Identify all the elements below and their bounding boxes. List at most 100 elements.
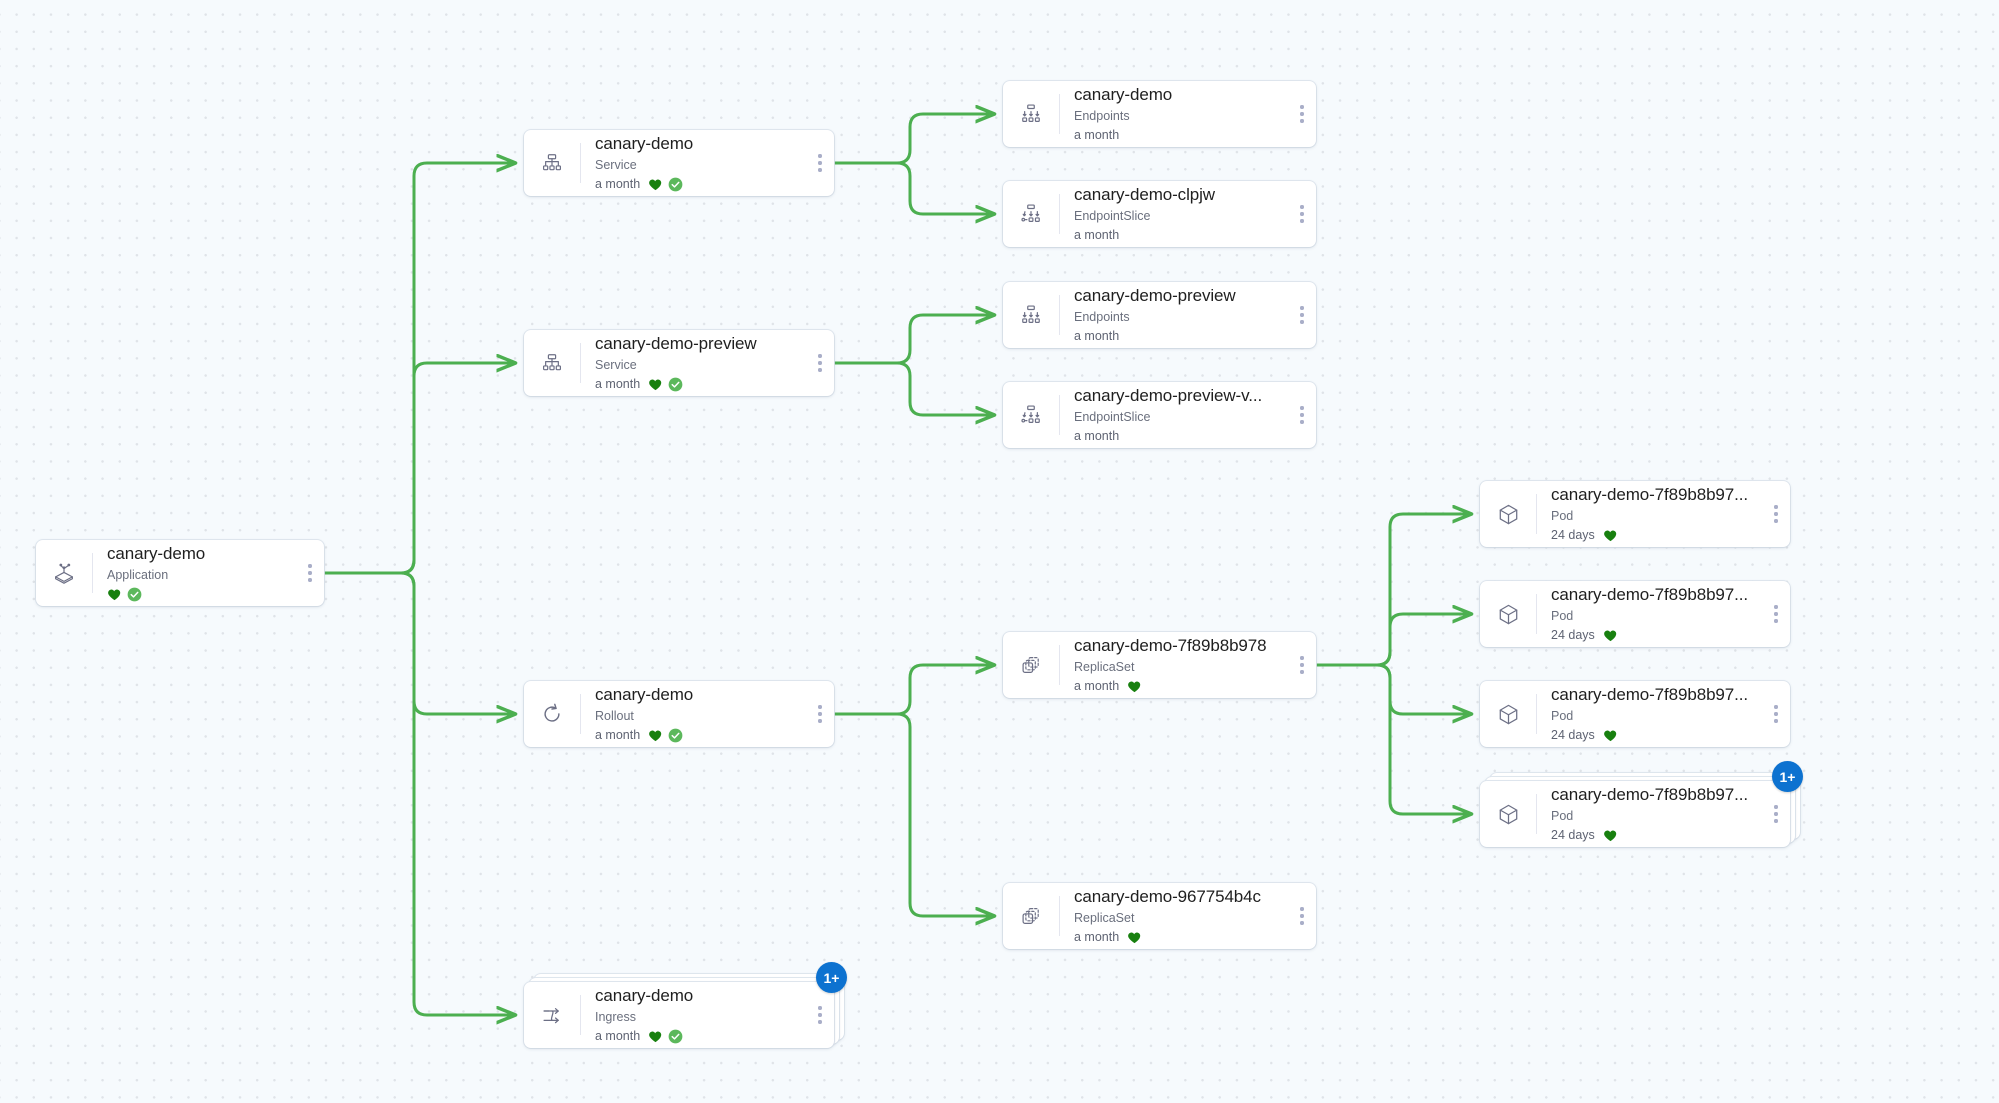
node-title: canary-demo	[595, 134, 694, 153]
node-divider	[92, 553, 93, 593]
status-badges	[648, 1029, 683, 1044]
health-status-icon	[1127, 679, 1142, 694]
sync-status-icon	[668, 1029, 683, 1044]
node-title: canary-demo-preview	[595, 334, 757, 353]
status-badges	[1127, 930, 1142, 945]
health-status-icon	[1603, 528, 1618, 543]
hidden-children-count-badge[interactable]: 1+	[816, 962, 847, 993]
service-icon	[524, 351, 580, 375]
endpoints-icon	[1003, 102, 1059, 126]
pod-icon	[1480, 802, 1536, 827]
node-meta: 24 days	[1551, 826, 1758, 844]
node-divider	[1536, 494, 1537, 534]
endpointslice-icon	[1003, 403, 1059, 427]
node-menu-button[interactable]	[1294, 282, 1316, 348]
node-kind: EndpointSlice	[1074, 410, 1151, 424]
node-menu-button[interactable]	[1768, 781, 1790, 847]
node-divider	[1059, 94, 1060, 134]
edge-svc-canary-demo-to-ep-canary-demo	[832, 114, 994, 165]
node-menu-button[interactable]	[1294, 632, 1316, 698]
node-meta: a month	[1074, 427, 1284, 445]
node-menu-button[interactable]	[1294, 382, 1316, 448]
health-status-icon	[648, 728, 663, 743]
node-menu-button[interactable]	[1294, 81, 1316, 147]
node-kind: Endpoints	[1074, 109, 1130, 123]
status-badges	[1127, 679, 1142, 694]
status-badges	[648, 728, 683, 743]
node-kind: Endpoints	[1074, 310, 1130, 324]
node-menu-button[interactable]	[302, 540, 324, 606]
node-divider	[1536, 794, 1537, 834]
status-badges	[1603, 528, 1618, 543]
rollout-icon	[524, 701, 580, 727]
node-title: canary-demo-clpjw	[1074, 185, 1215, 204]
node-menu-button[interactable]	[812, 130, 834, 196]
node-title: canary-demo	[595, 986, 694, 1005]
node-age: a month	[1074, 329, 1120, 343]
edge-app-canary-demo-to-svc-canary-demo	[322, 163, 515, 575]
node-age: 24 days	[1551, 528, 1595, 542]
node-kind: Service	[595, 358, 637, 372]
health-status-icon	[1603, 628, 1618, 643]
node-age: a month	[1074, 128, 1120, 142]
node-menu-button[interactable]	[1768, 481, 1790, 547]
edge-app-canary-demo-to-ingress-canary-demo	[322, 571, 515, 1015]
pod-icon	[1480, 602, 1536, 627]
node-menu-button[interactable]	[812, 982, 834, 1048]
replicaset-icon	[1003, 904, 1059, 928]
health-status-icon	[648, 1029, 663, 1044]
node-menu-button[interactable]	[1768, 681, 1790, 747]
status-badges	[1603, 728, 1618, 743]
edge-rollout-canary-demo-to-rs-canary-demo-967754b4c	[832, 712, 994, 916]
node-kind: Application	[107, 568, 169, 582]
node-meta: a month	[1074, 226, 1284, 244]
node-title: canary-demo-preview	[1074, 286, 1236, 305]
node-meta: 24 days	[1551, 626, 1758, 644]
ingress-icon	[524, 1003, 580, 1028]
hidden-children-count-badge[interactable]: 1+	[1772, 761, 1803, 792]
edge-svc-canary-demo-to-eps-canary-demo-clpjw	[832, 161, 994, 214]
node-title: canary-demo-7f89b8b97...	[1551, 685, 1749, 704]
node-meta: a month	[595, 375, 802, 393]
node-kind: Service	[595, 158, 637, 172]
node-kind: Pod	[1551, 709, 1574, 723]
node-title: canary-demo	[595, 685, 694, 704]
node-age: a month	[1074, 679, 1120, 693]
argo-application-icon	[36, 560, 92, 586]
node-title: canary-demo-7f89b8b97...	[1551, 785, 1749, 804]
node-meta: a month	[1074, 677, 1284, 695]
node-menu-button[interactable]	[1768, 581, 1790, 647]
node-menu-button[interactable]	[812, 330, 834, 396]
node-menu-button[interactable]	[1294, 883, 1316, 949]
node-menu-button[interactable]	[812, 681, 834, 747]
sync-status-icon	[668, 177, 683, 192]
node-menu-button[interactable]	[1294, 181, 1316, 247]
node-kind: Pod	[1551, 609, 1574, 623]
